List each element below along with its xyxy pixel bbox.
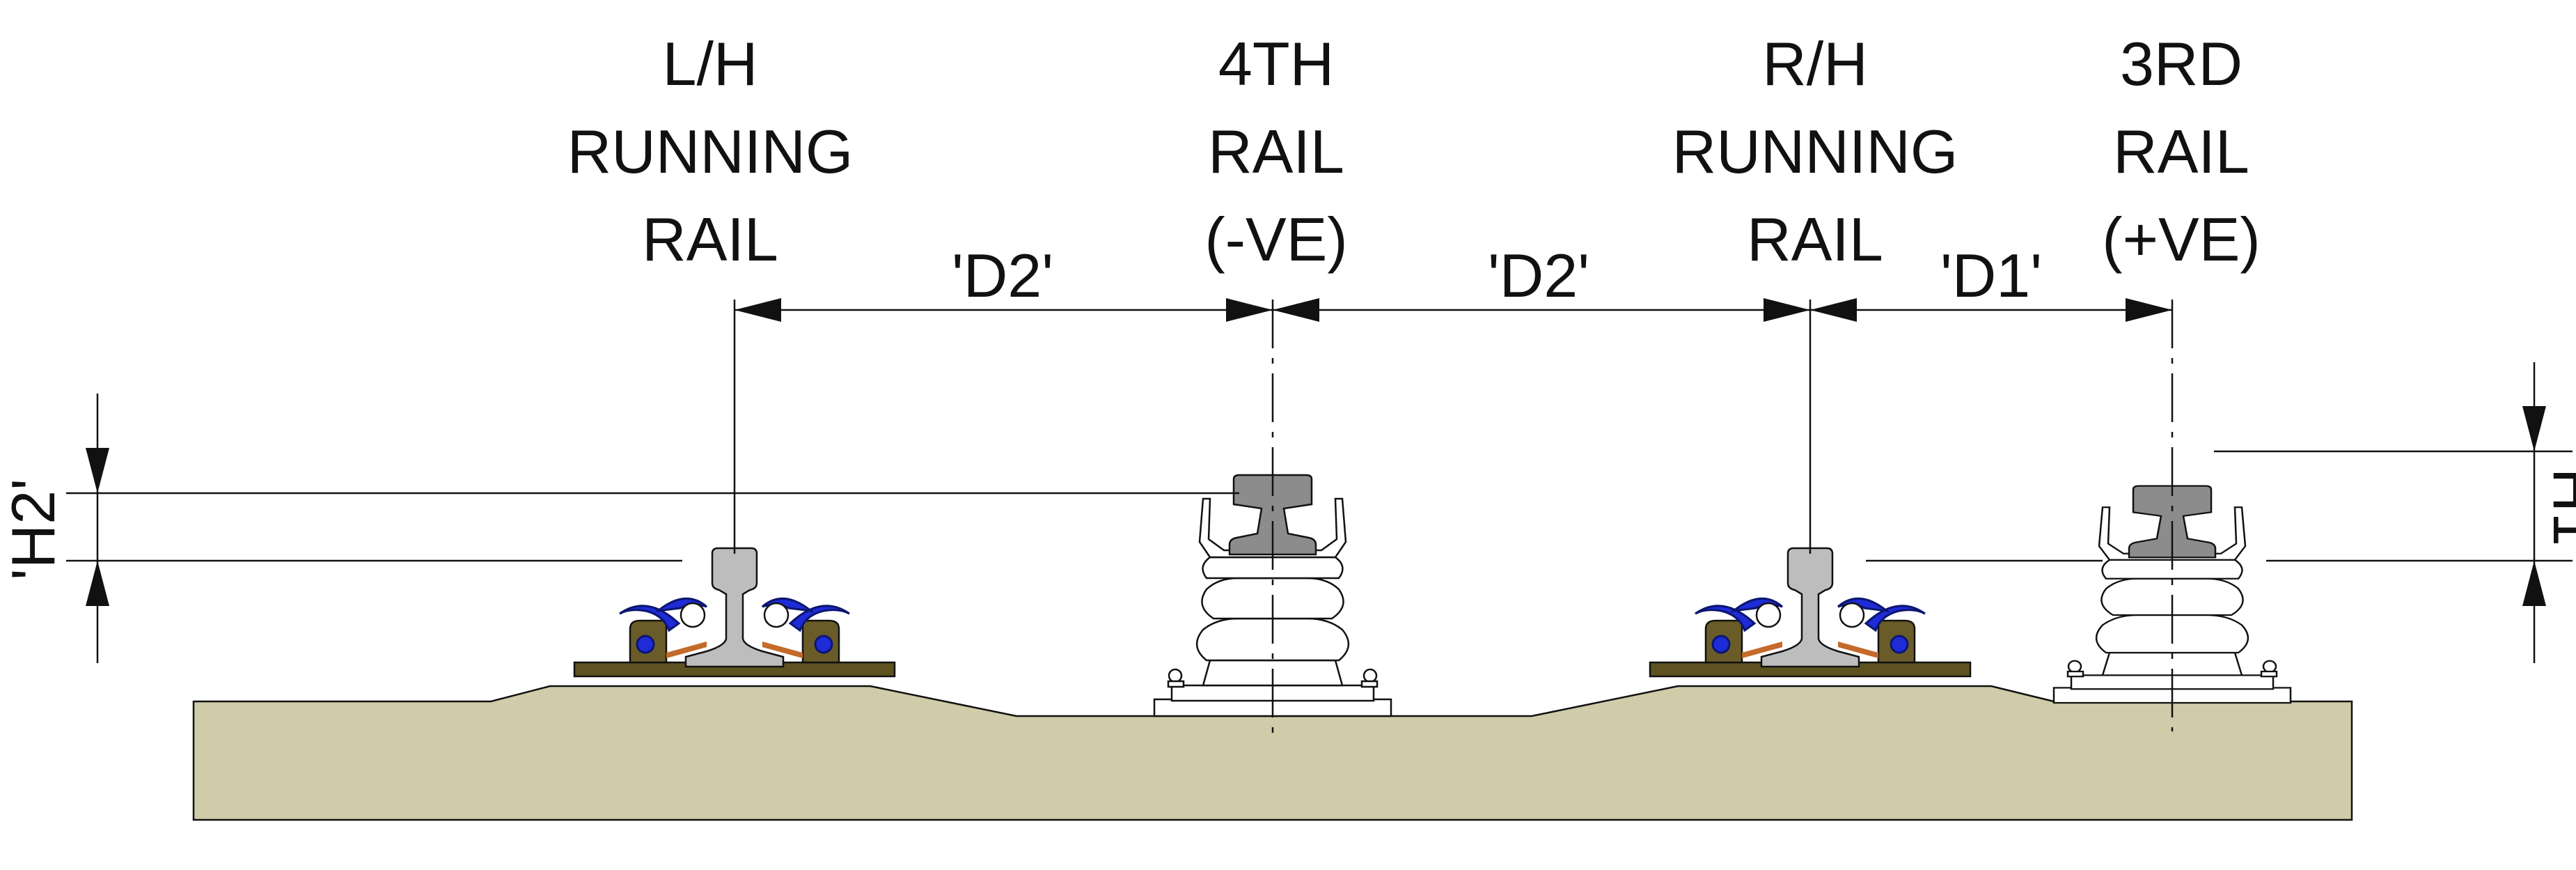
rh-running-rail-label-line-1: R/H: [1762, 29, 1868, 98]
lh-running-rail-assembly: [573, 547, 896, 678]
h2-dimension: [86, 394, 109, 663]
d2-right-label: 'D2': [1488, 241, 1589, 310]
third-rail-label-line-1: 3RD: [2120, 29, 2243, 98]
third-rail-label-line-2: RAIL: [2113, 117, 2249, 186]
fourth-rail-label-line-2: RAIL: [1208, 117, 1344, 186]
dimension-arrowheads: [735, 298, 2172, 322]
fourth-rail-label-line-3: (-VE): [1204, 205, 1347, 274]
h1-label: 'H1': [2540, 456, 2576, 558]
third-rail-label-line-3: (+VE): [2102, 205, 2260, 274]
h1-dimension: [2522, 362, 2546, 663]
rh-running-rail-assembly: [1649, 547, 1972, 678]
d1-label: 'D1': [1940, 241, 2042, 310]
lh-running-rail-label-line-1: L/H: [663, 29, 758, 98]
fourth-rail-label-line-1: 4TH: [1218, 29, 1334, 98]
lh-running-rail-label-line-3: RAIL: [642, 205, 778, 274]
h2-label: 'H2': [0, 479, 68, 580]
rh-running-rail-label-line-3: RAIL: [1747, 205, 1883, 274]
rh-running-rail-label-line-2: RUNNING: [1672, 117, 1958, 186]
ballast-trackbed: [192, 685, 2353, 821]
lh-running-rail-label-line-2: RUNNING: [567, 117, 854, 186]
d2-left-label: 'D2': [952, 241, 1053, 310]
